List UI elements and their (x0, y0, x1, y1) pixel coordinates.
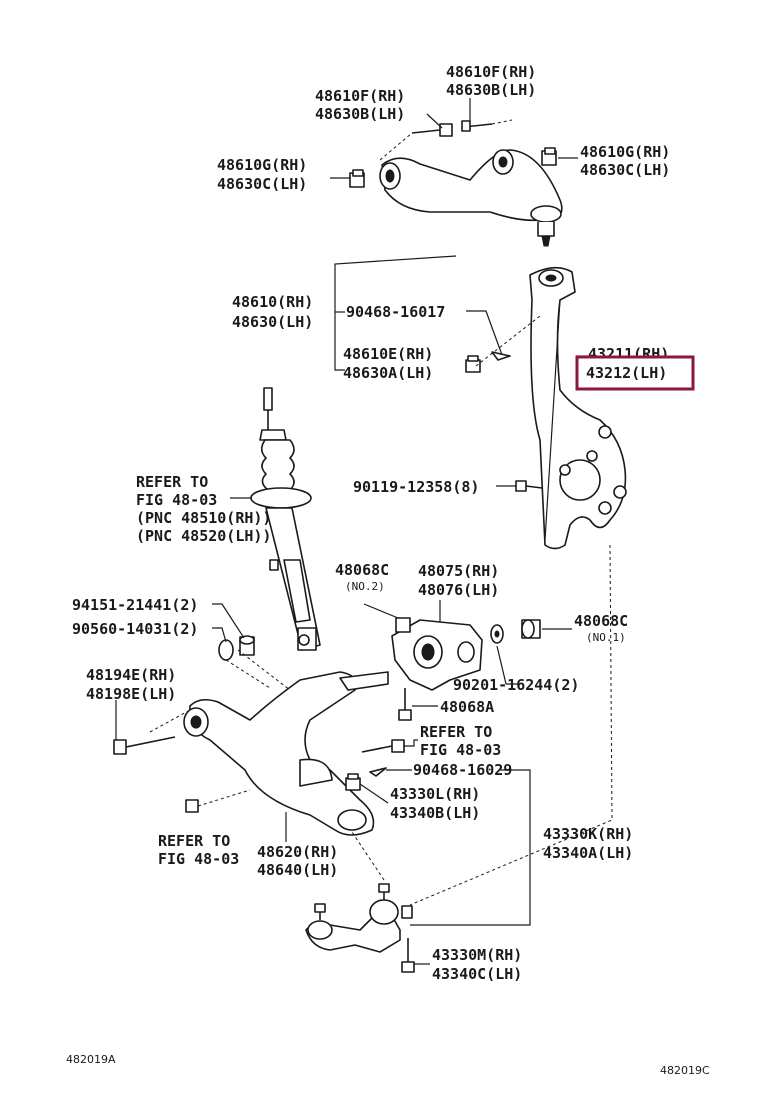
label-pnc-48520: (PNC 48520(LH)) (136, 527, 271, 545)
label-43340A: 43340A(LH) (543, 844, 633, 862)
label-no1: (NO.1) (586, 631, 626, 644)
label-90468-16029: 90468-16029 (413, 761, 512, 779)
label-48630: 48630(LH) (232, 313, 313, 331)
label-90468-16017: 90468-16017 (346, 303, 445, 321)
label-43212[interactable]: 43212(LH) (586, 364, 667, 382)
label-48630C-left: 48630C(LH) (217, 175, 307, 193)
label-no2: (NO.2) (345, 580, 385, 593)
label-43330K: 43330K(RH) (543, 825, 633, 843)
label-48630C-right: 48630C(LH) (580, 161, 670, 179)
bushing-bracket-48075[interactable] (391, 619, 483, 691)
label-48610F-top: 48610F(RH) (446, 63, 536, 81)
highlight-box (575, 355, 695, 391)
label-fig-lower[interactable]: FIG 48-03 (158, 850, 239, 868)
label-48610G-left: 48610G(RH) (217, 156, 307, 174)
label-fig-bolt[interactable]: FIG 48-03 (420, 741, 501, 759)
label-90201-16244: 90201-16244(2) (453, 676, 579, 694)
label-refer-to-bolt: REFER TO (420, 723, 492, 741)
label-43340C: 43340C(LH) (432, 965, 522, 983)
upper-arm-nut-right[interactable] (541, 147, 557, 166)
diagram-code-right: 482019C (660, 1064, 710, 1077)
lower-arm-rear-bolt[interactable] (361, 739, 405, 753)
steering-knuckle[interactable] (529, 266, 627, 550)
nut-washer-94151-90560[interactable] (218, 635, 255, 661)
castle-nut-43330L[interactable] (345, 773, 361, 791)
label-43340B: 43340B(LH) (390, 804, 480, 822)
lower-left-nut[interactable] (185, 799, 199, 813)
label-48068C-no2: 48068C (335, 561, 389, 579)
cotter-pin-90468-16029[interactable] (369, 767, 387, 777)
upper-arm-nut-left[interactable] (349, 169, 365, 188)
ball-joint-43330K[interactable] (305, 883, 413, 953)
label-43330L: 43330L(RH) (390, 785, 480, 803)
label-48610: 48610(RH) (232, 293, 313, 311)
label-48076: 48076(LH) (418, 581, 499, 599)
label-48610F: 48610F(RH) (315, 87, 405, 105)
bolt-43330M[interactable] (401, 938, 415, 973)
label-48198E: 48198E(LH) (86, 685, 176, 703)
label-fig-strut[interactable]: FIG 48-03 (136, 491, 217, 509)
label-43330M: 43330M(RH) (432, 946, 522, 964)
label-90119-12358: 90119-12358(8) (353, 478, 479, 496)
nut-48068C-no2[interactable] (395, 617, 411, 633)
knuckle-bolt-90119[interactable] (515, 480, 543, 492)
lower-control-arm[interactable] (183, 671, 389, 836)
label-48620: 48620(RH) (257, 843, 338, 861)
lower-arm-bolt-48194E[interactable] (113, 736, 176, 755)
shock-absorber-strut[interactable] (250, 387, 321, 651)
label-94151-21441: 94151-21441(2) (72, 596, 198, 614)
bolt-48068A[interactable] (398, 688, 412, 721)
label-48068C-no1: 48068C (574, 612, 628, 630)
label-48075: 48075(RH) (418, 562, 499, 580)
washer-90201-16244[interactable] (490, 624, 504, 644)
diagram-code-left: 482019A (66, 1053, 116, 1066)
upper-arm-bolt[interactable] (411, 120, 493, 137)
label-48610E: 48610E(RH) (343, 345, 433, 363)
label-48630B: 48630B(LH) (315, 105, 405, 123)
label-48630A: 48630A(LH) (343, 364, 433, 382)
label-refer-to-strut: REFER TO (136, 473, 208, 491)
label-pnc-48510: (PNC 48510(RH)) (136, 509, 271, 527)
label-48068A: 48068A (440, 698, 494, 716)
label-90560-14031: 90560-14031(2) (72, 620, 198, 638)
nut-48068C-no1[interactable] (521, 619, 541, 639)
upper-control-arm[interactable] (379, 149, 563, 247)
castle-nut-48610E[interactable] (465, 355, 481, 373)
label-refer-to-lower: REFER TO (158, 832, 230, 850)
label-48194E: 48194E(RH) (86, 666, 176, 684)
label-48640: 48640(LH) (257, 861, 338, 879)
label-48630B-top: 48630B(LH) (446, 81, 536, 99)
label-48610G-right: 48610G(RH) (580, 143, 670, 161)
